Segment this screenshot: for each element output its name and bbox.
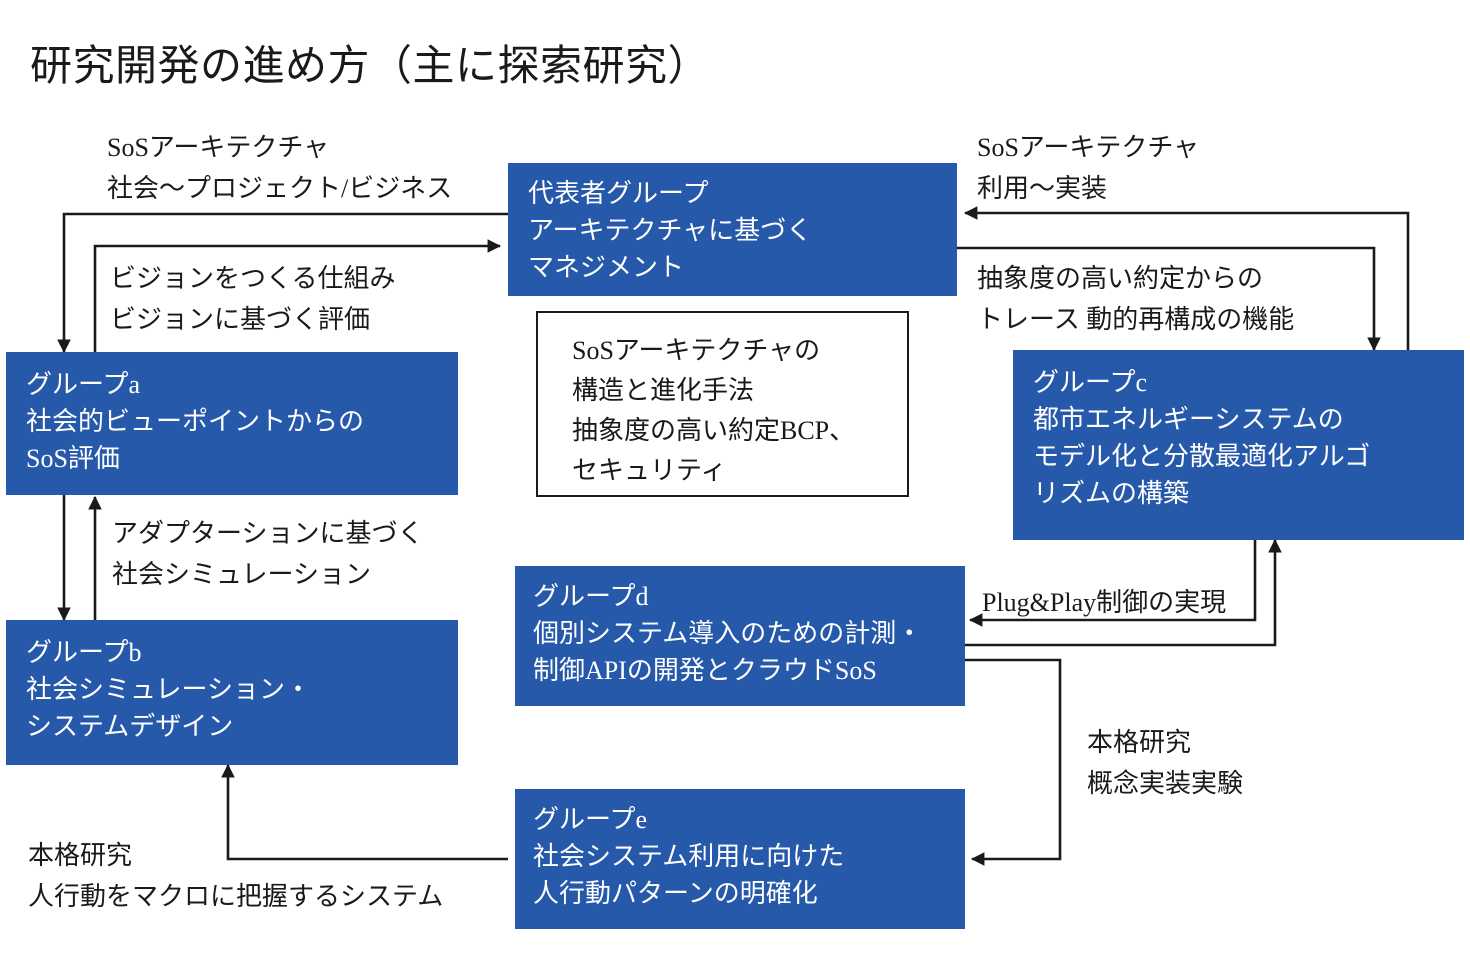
annotation-line: アダプターションに基づく [112, 519, 424, 548]
annotation-line: 概念実装実験 [1087, 769, 1244, 798]
box-line: グループc [1033, 368, 1147, 397]
annotation-sos-left: SoSアーキテクチャ 社会～プロジェクト/ビジネス [107, 127, 452, 209]
box-line: アーキテクチャに基づく [528, 216, 813, 245]
box-line: システムデザイン [26, 712, 234, 741]
annotation-line: 利用～実装 [977, 174, 1108, 203]
annotation-line: SoSアーキテクチャ [107, 133, 330, 162]
annotation-line: 社会シミュレーション [112, 560, 371, 589]
box-group-b[interactable]: グループb 社会シミュレーション・ システムデザイン [6, 620, 458, 765]
annotation-full-research-left: 本格研究 人行動をマクロに把握するシステム [28, 835, 443, 917]
annotation-line: 人行動をマクロに把握するシステム [28, 882, 444, 911]
box-line: SoS評価 [26, 444, 120, 473]
box-group-e[interactable]: グループe 社会システム利用に向けた 人行動パターンの明確化 [515, 789, 965, 929]
box-line: SoSアーキテクチャの [572, 336, 821, 365]
annotation-line: 本格研究 [1087, 728, 1192, 757]
annotation-line: ビジョンに基づく評価 [110, 305, 371, 334]
annotation-sos-right: SoSアーキテクチャ 利用～実装 [977, 127, 1199, 209]
annotation-plug-and-play: Plug&Play制御の実現 [982, 582, 1226, 623]
box-line: 個別システム導入のための計測・ [533, 619, 923, 648]
annotation-adaptation: アダプターションに基づく 社会シミュレーション [112, 513, 423, 595]
box-line: 代表者グループ [528, 179, 709, 208]
annotation-line: Plug&Play制御の実現 [982, 588, 1227, 617]
box-line: 社会システム利用に向けた [533, 842, 845, 871]
annotation-line: 社会～プロジェクト/ビジネス [107, 174, 453, 203]
annotation-line: ビジョンをつくる仕組み [110, 264, 396, 293]
box-line: 構造と進化手法 [572, 376, 755, 405]
arrow-group-d-to-group-e [965, 658, 1062, 866]
box-group-a[interactable]: グループa 社会的ビューポイントからの SoS評価 [6, 352, 458, 495]
box-line: グループd [533, 582, 649, 611]
box-group-c[interactable]: グループc 都市エネルギーシステムの モデル化と分散最適化アルゴ リズムの構築 [1013, 350, 1464, 540]
box-line: モデル化と分散最適化アルゴ [1033, 442, 1371, 471]
box-line: グループb [26, 638, 142, 667]
page-title: 研究開発の進め方（主に探索研究） [30, 44, 711, 90]
annotation-line: トレース 動的再構成の機能 [977, 305, 1295, 334]
box-line: グループe [533, 805, 647, 834]
box-group-d[interactable]: グループd 個別システム導入のための計測・ 制御APIの開発とクラウドSoS [515, 566, 965, 706]
box-sos-architecture-note: SoSアーキテクチャの 構造と進化手法 抽象度の高い約定BCP、 セキュリティ [536, 311, 909, 497]
annotation-line: 抽象度の高い約定からの [977, 264, 1264, 293]
annotation-full-research-right: 本格研究 概念実装実験 [1087, 722, 1243, 804]
box-line: 抽象度の高い約定BCP、 [572, 416, 856, 445]
annotation-line: SoSアーキテクチャ [977, 133, 1200, 162]
box-line: 制御APIの開発とクラウドSoS [533, 656, 877, 685]
annotation-trace: 抽象度の高い約定からの トレース 動的再構成の機能 [977, 258, 1294, 340]
annotation-line: 本格研究 [28, 841, 133, 870]
annotation-vision: ビジョンをつくる仕組み ビジョンに基づく評価 [110, 258, 395, 340]
box-line: リズムの構築 [1033, 479, 1190, 508]
box-line: セキュリティ [572, 456, 727, 485]
box-representative-group[interactable]: 代表者グループ アーキテクチャに基づく マネジメント [508, 163, 957, 296]
box-line: グループa [26, 370, 140, 399]
box-line: 社会シミュレーション・ [26, 675, 311, 704]
box-line: 社会的ビューポイントからの [26, 407, 365, 436]
box-line: 人行動パターンの明確化 [533, 879, 818, 908]
box-line: 都市エネルギーシステムの [1033, 405, 1344, 434]
box-line: マネジメント [528, 253, 685, 282]
